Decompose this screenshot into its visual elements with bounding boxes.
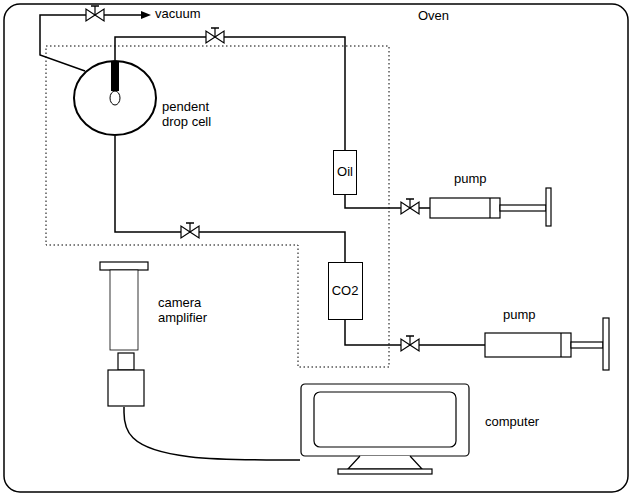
lens-tube	[110, 270, 138, 350]
computer-monitor: computer	[300, 383, 475, 475]
pump-piston	[560, 333, 561, 357]
pump-piston	[489, 198, 490, 218]
oil-cylinder: Oil	[333, 150, 357, 195]
valve-symbol	[86, 6, 104, 21]
co2-cylinder: CO2	[328, 262, 363, 320]
oven-outline	[46, 46, 389, 367]
pendent-drop-cell: pendent drop cell	[73, 60, 157, 136]
line-label: vacuum	[155, 7, 201, 22]
monitor-stand	[348, 456, 422, 469]
node-label: Oven	[418, 9, 449, 24]
syringe-pump: pump	[485, 308, 610, 373]
pump-rod	[500, 205, 546, 211]
node-label: CO2	[332, 284, 359, 299]
pump-handle	[603, 318, 609, 370]
pendent-drop-cell-shape	[73, 60, 157, 136]
node-label: pump	[454, 172, 487, 187]
valve-symbol	[206, 28, 224, 43]
node-label: pendent drop cell	[162, 100, 226, 130]
camera-body	[108, 370, 144, 406]
monitor-base	[338, 469, 432, 474]
pump-handle	[546, 188, 551, 226]
lens-plate	[100, 262, 148, 270]
camera-head	[118, 353, 134, 370]
valve-symbol	[181, 223, 199, 238]
cable	[124, 407, 300, 460]
monitor-screen	[314, 392, 456, 447]
pipe-line	[115, 136, 345, 262]
needle	[111, 61, 119, 91]
valve-symbol	[401, 199, 419, 214]
node-label: pump	[503, 308, 536, 323]
frame-border	[4, 4, 628, 492]
camera-amplifier: camera amplifier	[100, 262, 148, 407]
pendent-drop	[110, 91, 120, 105]
valve-symbol	[401, 336, 419, 351]
pump-rod	[571, 342, 603, 348]
syringe-pump: pump	[430, 172, 552, 227]
node-label: computer	[485, 415, 539, 430]
camera-amplifier-shape	[100, 262, 148, 407]
computer-monitor-shape	[300, 383, 475, 475]
node-label: camera amplifier	[158, 296, 224, 326]
cell-outline	[74, 61, 156, 135]
monitor-case	[301, 384, 469, 456]
oven-region: Ovenpendent drop cellOilCO2	[45, 45, 390, 368]
node-label: Oil	[337, 165, 353, 180]
pump-barrel	[430, 198, 500, 218]
vacuum-arrowhead	[141, 11, 151, 19]
pump-barrel	[485, 333, 571, 357]
syringe-pump-shape	[430, 172, 552, 227]
